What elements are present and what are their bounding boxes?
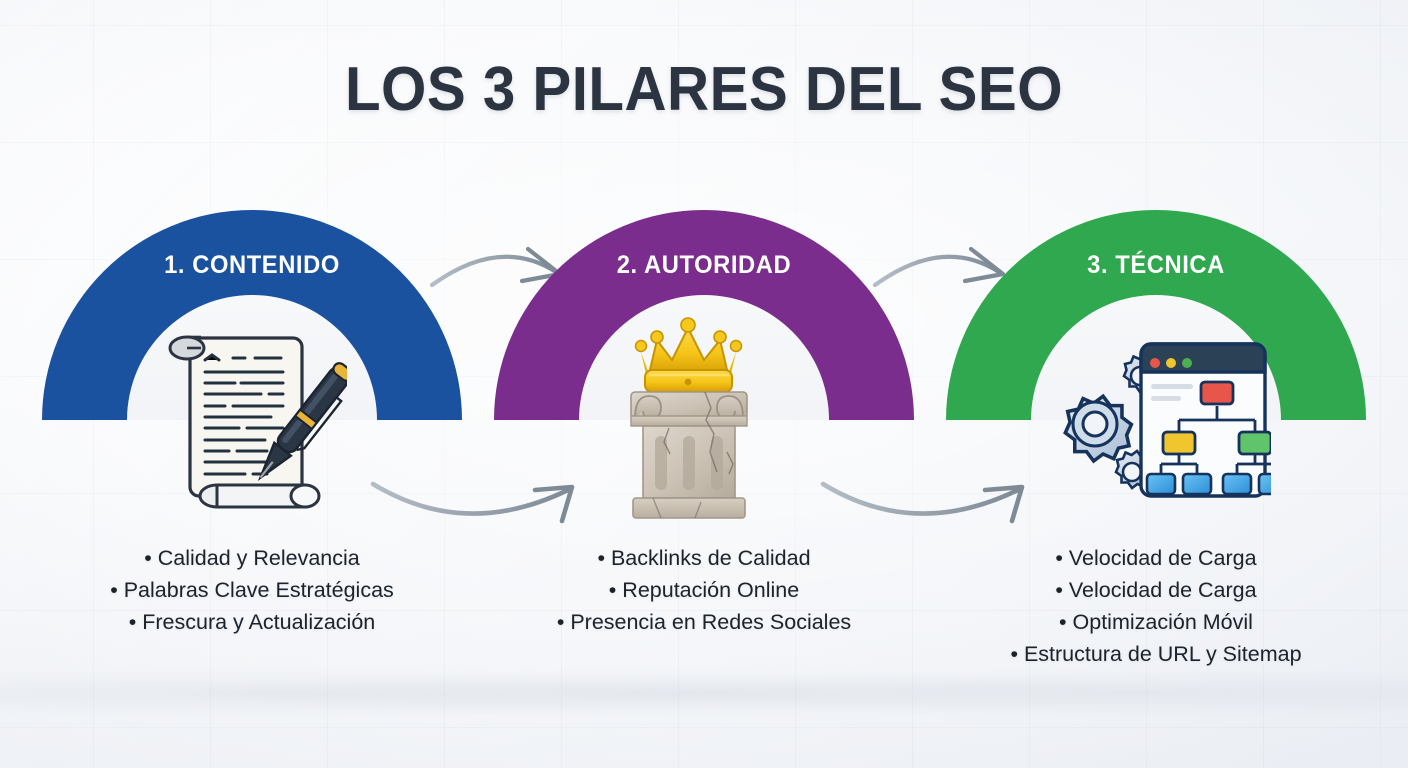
arch-tecnica: 3. TÉCNICA [946, 210, 1366, 420]
list-item: • Optimización Móvil [1059, 610, 1253, 634]
bullet-list-tecnica: • Velocidad de Carga • Velocidad de Carg… [926, 542, 1386, 670]
list-item: • Backlinks de Calidad [597, 546, 811, 570]
pillar-tecnica[interactable]: 3. TÉCNICA [946, 210, 1366, 680]
list-item: • Velocidad de Carga [1055, 546, 1257, 570]
pillar-label-autoridad: 2. AUTORIDAD [616, 251, 792, 279]
bullet-list-autoridad: • Backlinks de Calidad • Reputación Onli… [474, 542, 934, 638]
pillar-autoridad[interactable]: 2. AUTORIDAD [494, 210, 914, 680]
pillar-label-tecnica: 3. TÉCNICA [1087, 251, 1225, 279]
list-item: • Velocidad de Carga [1055, 578, 1257, 602]
arch-contenido: 1. CONTENIDO [42, 210, 462, 420]
list-item: • Estructura de URL y Sitemap [1010, 642, 1302, 666]
pillar-contenido[interactable]: 1. CONTENIDO [42, 210, 462, 680]
list-item: • Reputación Online [608, 578, 800, 602]
list-item: • Presencia en Redes Sociales [556, 610, 852, 634]
page-title: LOS 3 PILARES DEL SEO [344, 55, 1064, 124]
list-item: • Frescura y Actualización [128, 610, 376, 634]
bullet-list-contenido: • Calidad y Relevancia • Palabras Clave … [22, 542, 482, 638]
pillar-label-contenido: 1. CONTENIDO [164, 251, 340, 279]
list-item: • Palabras Clave Estratégicas [110, 578, 394, 602]
list-item: • Calidad y Relevancia [144, 546, 360, 570]
arch-autoridad: 2. AUTORIDAD [494, 210, 914, 420]
